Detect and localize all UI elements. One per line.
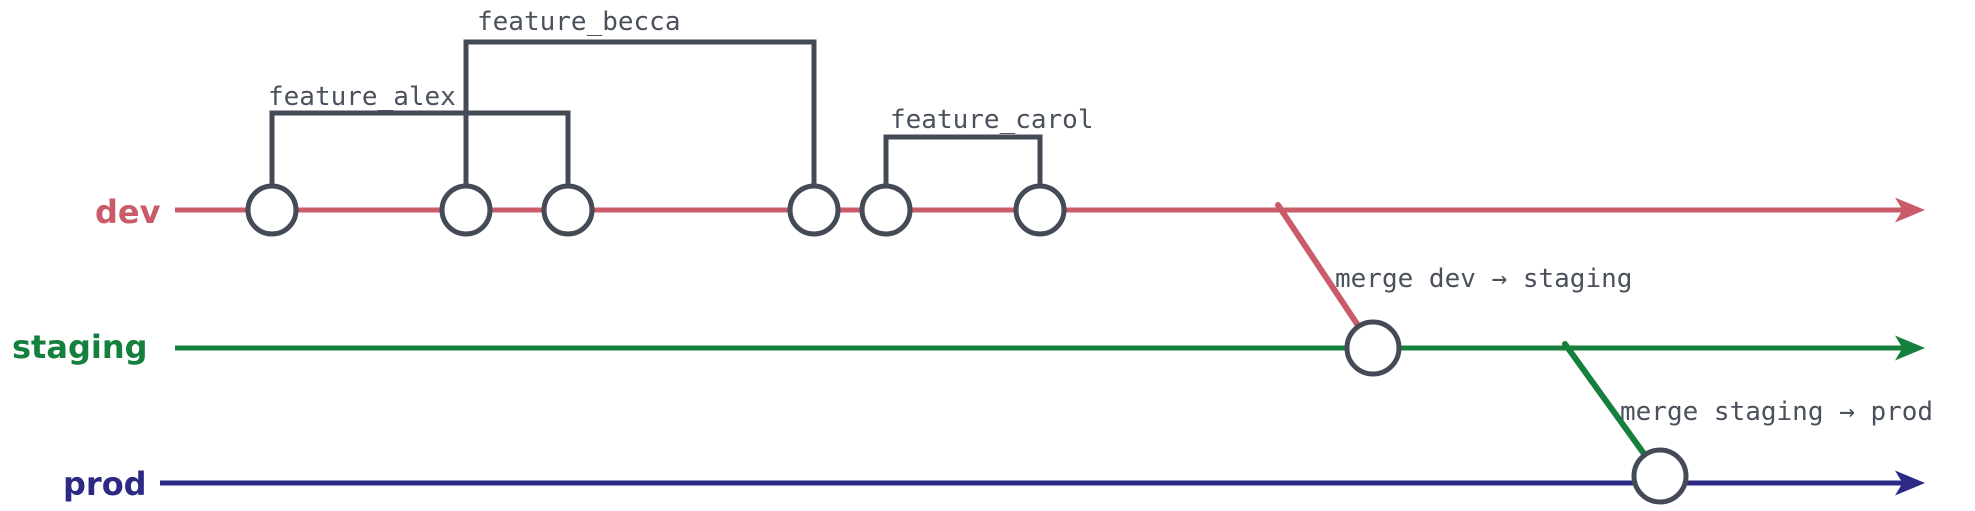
commit-node-c4[interactable] [787,183,841,237]
commit-nodes [245,183,1689,505]
commit-node-merge-prod[interactable] [1631,447,1689,505]
feature-labels: feature_alex feature_becca feature_carol [268,7,1094,135]
merge-label-dev-staging: merge dev → staging [1335,264,1632,294]
merge-line-dev-staging [1275,202,1376,351]
branch-label-prod: prod [63,465,147,503]
commit-node-c6[interactable] [1013,183,1067,237]
commit-node-c1[interactable] [245,183,299,237]
merge-labels: merge dev → staging merge staging → prod [1335,264,1933,427]
branch-name-labels: dev staging prod [12,193,161,503]
merge-label-staging-prod: merge staging → prod [1620,397,1933,427]
commit-node-merge-staging[interactable] [1344,319,1402,377]
branch-label-staging: staging [12,328,148,366]
commit-node-c5[interactable] [859,183,913,237]
branch-lines [160,197,1925,496]
feature-bracket-alex [269,110,571,186]
commit-node-c2[interactable] [439,183,493,237]
feature-label-carol: feature_carol [890,105,1094,135]
feature-bracket-carol [883,134,1043,186]
commit-node-c3[interactable] [541,183,595,237]
branch-label-dev: dev [95,193,161,231]
feature-bracket-becca [463,39,817,186]
feature-brackets [269,39,1043,186]
merge-connectors [1275,202,1663,479]
feature-label-becca: feature_becca [477,7,681,37]
feature-label-alex: feature_alex [268,82,456,112]
